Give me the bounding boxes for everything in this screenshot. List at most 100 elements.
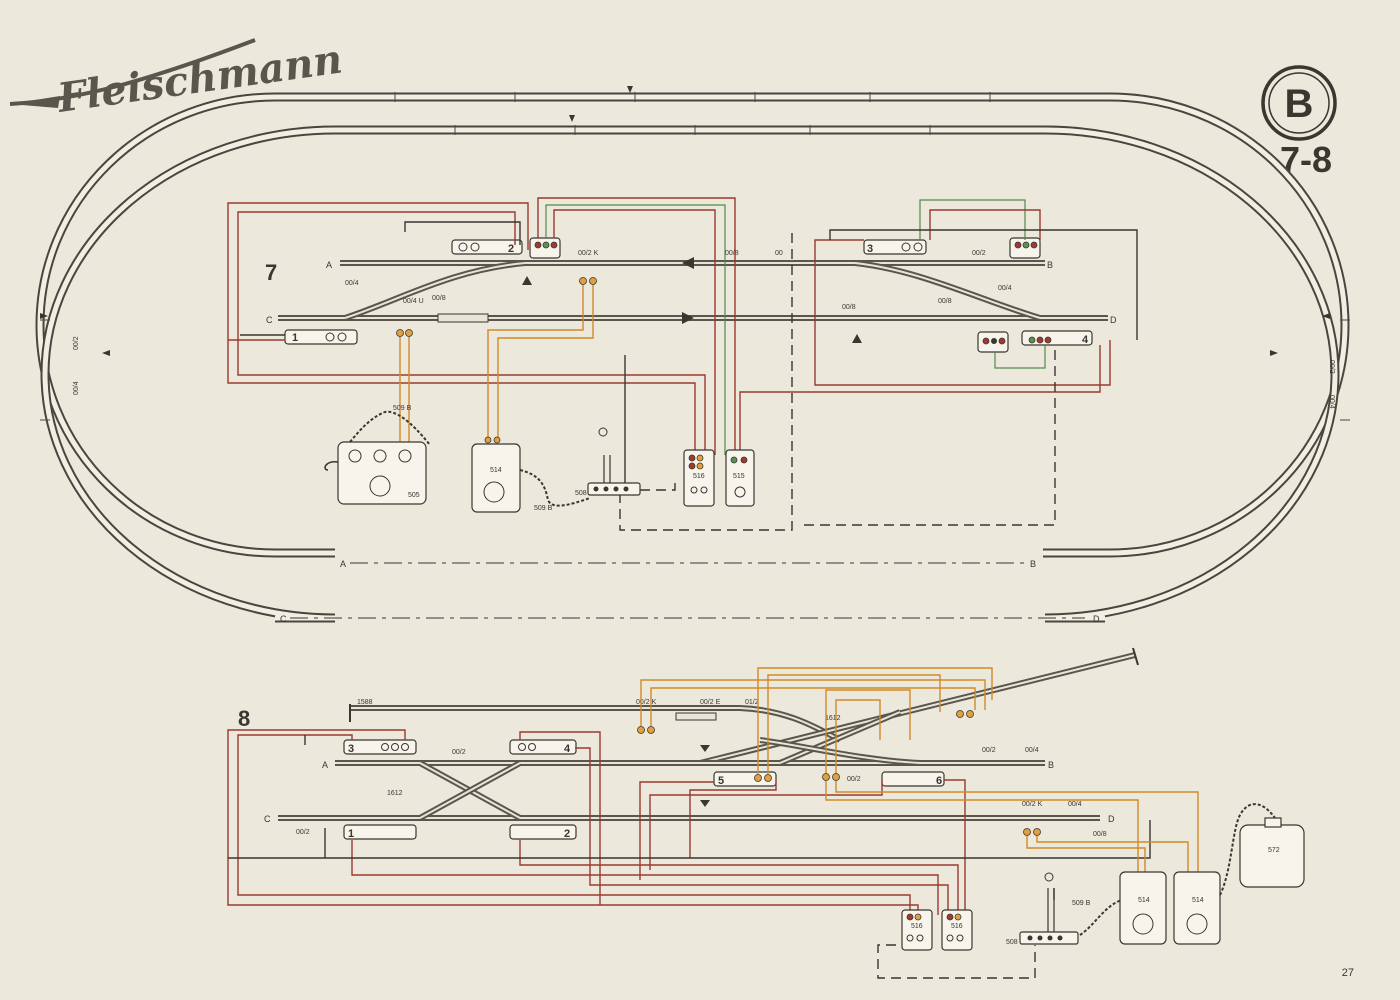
badge-letter: B	[1285, 82, 1314, 126]
label-00-4-b: 00/4	[998, 285, 1012, 292]
diagram8-arrows	[700, 745, 710, 807]
end-b-top: B	[1047, 260, 1053, 270]
transformer-505: 505	[324, 410, 431, 505]
switch-number-3: 3	[867, 243, 873, 255]
d8-transformer-572-label: 572	[1268, 847, 1280, 854]
d8-switch-1: 1	[343, 824, 417, 840]
label-00-8-b: 00/8	[725, 250, 739, 257]
d8-switch-number-6: 6	[936, 775, 942, 787]
d8-switchbox-516-a-label: 516	[911, 923, 923, 930]
d8-controller-514-b: 514	[1173, 871, 1221, 945]
d8-switchbox-516-a: 516	[901, 909, 933, 951]
d8-controller-514-b-label: 514	[1192, 897, 1204, 904]
diagram7-switch-1: 1	[284, 329, 358, 345]
diagram7-connection-lines: A B C D	[280, 559, 1100, 624]
outer-oval-track	[35, 92, 1350, 558]
diagram7-switch-3: 3	[863, 239, 927, 255]
label-00-4-u: 00/4 U	[403, 298, 424, 305]
cable-509b-1: 509 B	[393, 405, 412, 412]
d8-label-00-2-b: 00/2	[296, 829, 310, 836]
label-00: 00	[775, 250, 783, 257]
d8-end-c: C	[264, 814, 271, 824]
d8-label-01-2: 01/2	[745, 699, 759, 706]
d8-controller-514-a-label: 514	[1138, 897, 1150, 904]
diagram7-signal-terminals	[396, 237, 1052, 353]
label-00-4-a: 00/4	[345, 280, 359, 287]
d8-label-1612-top: 1612	[825, 715, 841, 722]
diagram7-track-labels: 00/4 00/4 U 00/8 00/2 K 00/8 00 00/2 00/…	[345, 250, 1012, 311]
d8-terminals	[637, 710, 1041, 836]
d8-switch-3: 3	[343, 739, 417, 755]
d8-switch-number-2: 2	[564, 828, 570, 840]
d8-label-00-2-e: 00/2 E	[700, 699, 721, 706]
d8-label-00-2-k-low: 00/2 K	[1022, 801, 1043, 808]
switchbox-516-label: 516	[693, 473, 705, 480]
diagram7-station-tracks	[278, 260, 1108, 323]
d8-switch-6: 6	[881, 771, 945, 787]
d8-label-00-2-a: 00/2	[452, 749, 466, 756]
controller-514-label: 514	[490, 467, 502, 474]
d8-distributor-508: 508	[1006, 872, 1079, 946]
d8-switch-number-3: 3	[348, 743, 354, 755]
d8-switch-number-4: 4	[564, 743, 571, 755]
direction-markers	[40, 86, 1330, 356]
right-label-00-4: 00/4	[1328, 395, 1335, 409]
diagram7-wiring	[227, 197, 1138, 531]
d8-end-d: D	[1108, 814, 1115, 824]
controller-514: 514	[471, 436, 591, 513]
diagram7-switch-2: 2	[451, 239, 523, 255]
d8-switchbox-516-b-label: 516	[951, 923, 963, 930]
d8-distributor-508-label: 508	[1006, 939, 1018, 946]
d8-end-a: A	[322, 760, 328, 770]
distributor-508-label: 508	[575, 490, 587, 497]
label-00-2-k: 00/2 K	[578, 250, 599, 257]
switch-number-4: 4	[1082, 334, 1089, 346]
label-00-2-b: 00/2	[972, 250, 986, 257]
diagram8-number: 8	[238, 706, 250, 731]
switch-number-1: 1	[292, 332, 298, 344]
d8-transformer-572: 572	[1239, 817, 1305, 888]
diagram8-wiring	[227, 667, 1199, 979]
distributor-508: 508	[575, 427, 641, 497]
d8-label-00-4-a: 00/4	[1025, 747, 1039, 754]
cable-509b-2: 509 B	[534, 505, 553, 512]
switchbox-515-label: 515	[733, 473, 745, 480]
page-number: 27	[1342, 967, 1354, 979]
d8-cable-509b: 509 B	[1072, 900, 1091, 907]
end-d-bottom: D	[1093, 614, 1100, 624]
label-00-8-d: 00/8	[842, 304, 856, 311]
right-label-00-2: 00/2	[1328, 360, 1335, 374]
d8-controller-514-a: 514	[1119, 871, 1167, 945]
station-arrows	[522, 257, 862, 343]
transformer-505-label: 505	[408, 492, 420, 499]
diagram8-track-labels: 1588 00/2 K 00/2 E 01/2 1612 1612 00/2 0…	[296, 699, 1107, 838]
switch-number-2: 2	[508, 243, 514, 255]
d8-switch-2: 2	[509, 824, 577, 840]
end-b-bottom: B	[1030, 559, 1036, 569]
end-c-bottom: C	[280, 614, 287, 624]
end-c-top: C	[266, 315, 273, 325]
switchbox-516: 516	[683, 449, 715, 507]
fleischmann-logo: Fleischmann	[9, 35, 345, 122]
d8-label-1612-left: 1612	[387, 790, 403, 797]
label-00-8-a: 00/8	[432, 295, 446, 302]
d8-switch-4: 4	[509, 739, 577, 755]
d8-label-00-8: 00/8	[1093, 831, 1107, 838]
d8-label-00-2-c: 00/2	[847, 776, 861, 783]
d8-switch-number-5: 5	[718, 775, 724, 787]
d8-label-1588: 1588	[357, 699, 373, 706]
diagram7-number: 7	[265, 260, 277, 285]
left-label-00-4: 00/4	[73, 381, 80, 395]
d8-label-00-4-b: 00/4	[1068, 801, 1082, 808]
end-d-top: D	[1110, 315, 1117, 325]
d8-end-b: B	[1048, 760, 1054, 770]
d8-switch-number-1: 1	[348, 828, 354, 840]
switchbox-515: 515	[725, 449, 755, 507]
rail-joints	[40, 92, 1350, 421]
d8-label-00-2-d: 00/2	[982, 747, 996, 754]
end-a-bottom: A	[340, 559, 346, 569]
inner-oval-track	[40, 125, 1340, 623]
left-label-00-2: 00/2	[73, 336, 80, 350]
end-a-top: A	[326, 260, 332, 270]
